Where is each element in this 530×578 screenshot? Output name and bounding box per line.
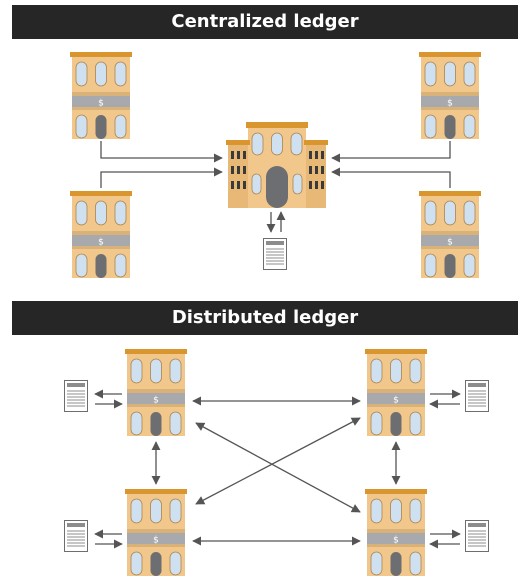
bank-building-icon: [418, 190, 482, 279]
central-connectors: [100, 141, 451, 233]
bank-building-icon: [124, 348, 188, 437]
distributed-ledger-title: Distributed ledger: [12, 301, 518, 335]
bank-building-icon: [364, 488, 428, 577]
distributed-connectors: [94, 389, 461, 549]
ledger-document-icon: [465, 380, 489, 412]
bank-building-icon: [364, 348, 428, 437]
bank-building-icon: [69, 51, 133, 140]
ledger-document-icon: [64, 520, 88, 552]
central-bank-icon: [226, 122, 328, 208]
centralized-ledger-title: Centralized ledger: [12, 5, 518, 39]
bank-building-icon: [69, 190, 133, 279]
bank-building-icon: [418, 51, 482, 140]
ledger-document-icon: [263, 238, 287, 270]
ledger-document-icon: [64, 380, 88, 412]
bank-building-icon: [124, 488, 188, 577]
ledger-document-icon: [465, 520, 489, 552]
